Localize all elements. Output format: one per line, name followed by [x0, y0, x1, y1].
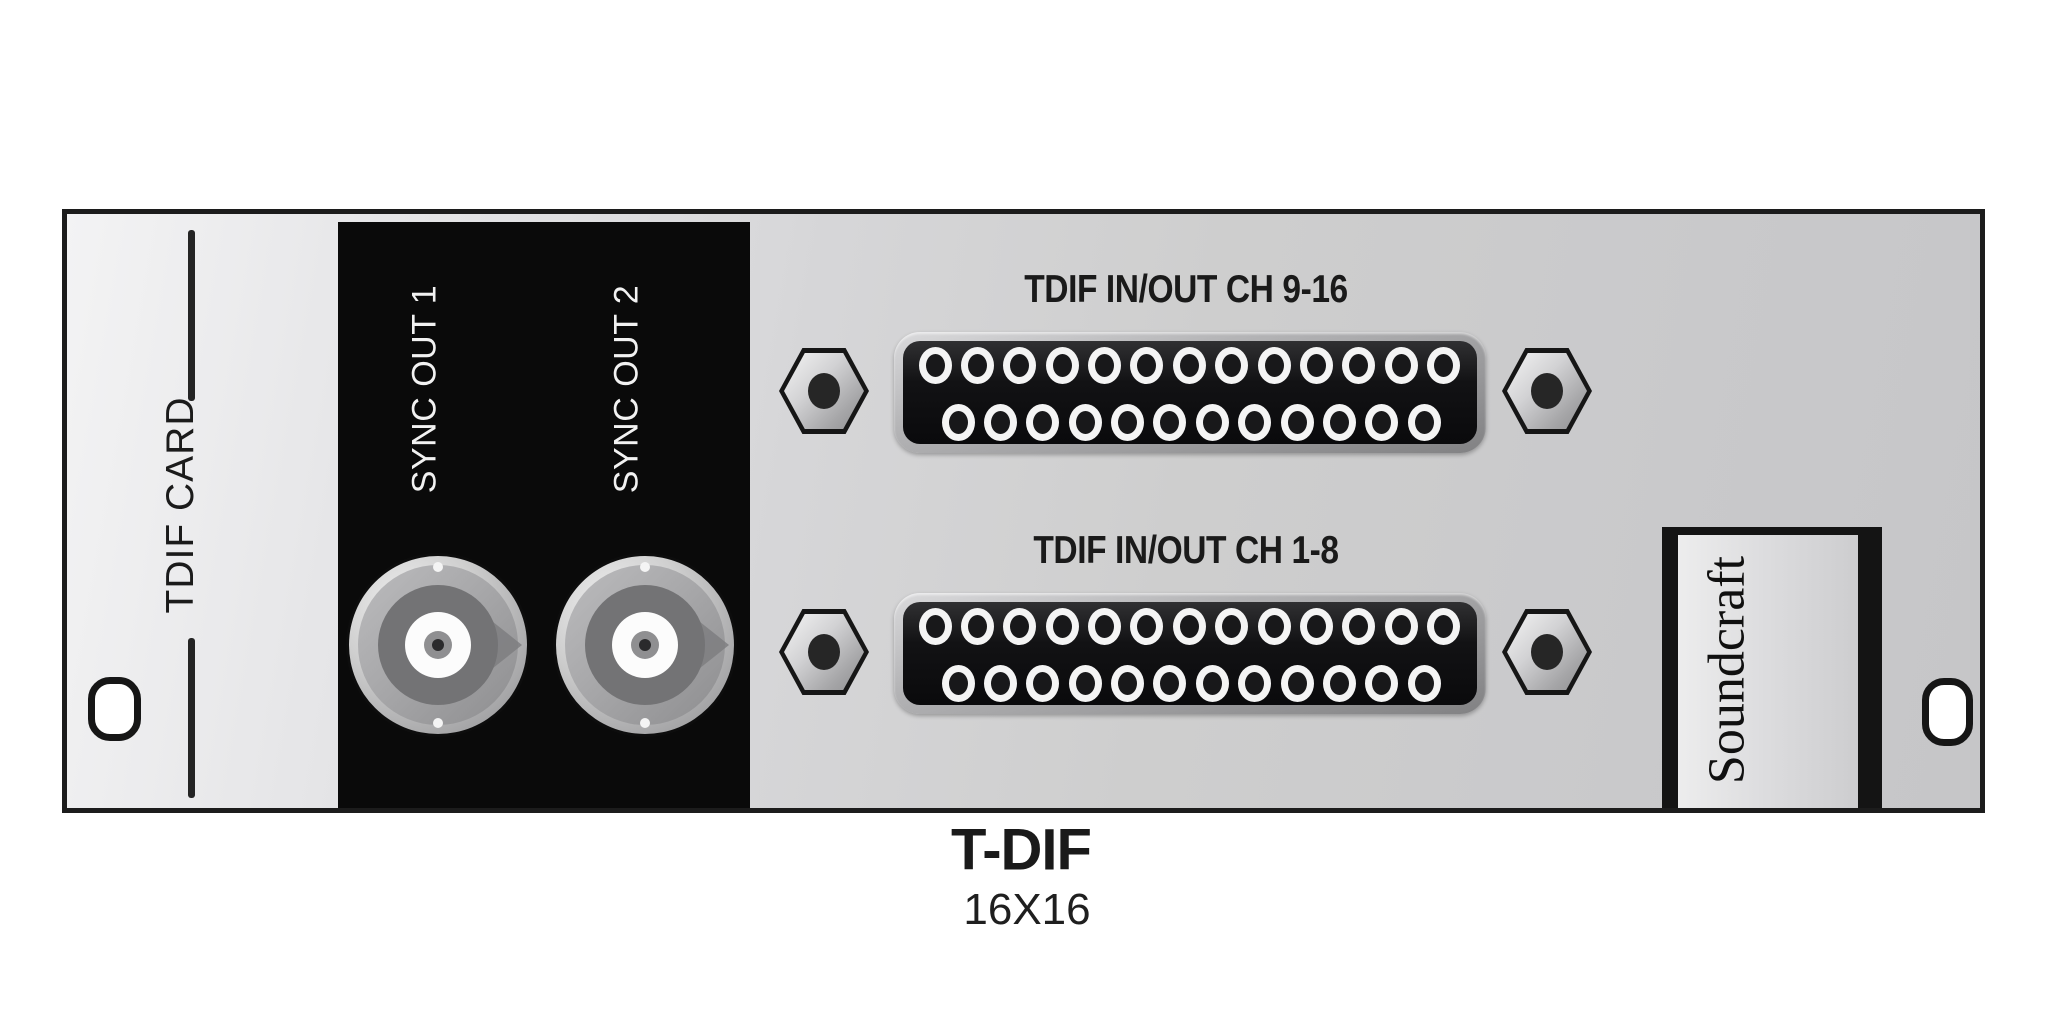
pin-hole: [1384, 346, 1418, 384]
pin-hole: [1068, 664, 1102, 702]
hex-bolt-icon: [1502, 609, 1592, 695]
side-label-line-bottom: [188, 638, 195, 798]
pin-hole: [1215, 346, 1249, 384]
mounting-hole-left: [88, 677, 141, 741]
pin-hole: [1195, 664, 1229, 702]
pin-hole: [1342, 607, 1376, 645]
pin-hole: [1195, 403, 1229, 441]
badge-right-bar: [1858, 527, 1882, 808]
pin-hole: [983, 664, 1017, 702]
connector-label-ch1-8: TDIF IN/OUT CH 1-8: [1033, 529, 1339, 572]
pin-hole: [1003, 346, 1037, 384]
pin-hole: [960, 607, 994, 645]
hex-bolt-icon: [1502, 348, 1592, 434]
pin-row-top: [918, 346, 1461, 384]
pin-hole: [918, 607, 952, 645]
pin-hole: [1130, 346, 1164, 384]
db25-connector-ch1-8: [894, 593, 1486, 714]
sync-out-1-label: SYNC OUT 1: [405, 284, 444, 494]
pin-hole: [1427, 346, 1461, 384]
bnc-center-pin-hole: [432, 639, 444, 651]
pin-hole: [1111, 403, 1145, 441]
hex-bolt-hole: [808, 373, 840, 409]
hex-bolt-icon: [779, 348, 869, 434]
db25-connector-ch9-16: [894, 332, 1486, 453]
pin-hole: [1238, 403, 1272, 441]
bnc-connector-sync-out-1: [346, 553, 530, 737]
pin-hole: [1257, 607, 1291, 645]
bnc-highlight-top: [433, 562, 443, 572]
pin-row-bottom: [941, 664, 1441, 702]
caption-subtitle: 16X16: [963, 885, 1091, 934]
pin-hole: [1003, 607, 1037, 645]
rack-panel: TDIF CARD SYNC OUT 1 SYNC OUT 2: [62, 209, 1985, 813]
mounting-hole-right: [1922, 678, 1973, 746]
pin-hole: [1172, 607, 1206, 645]
pin-hole: [1026, 664, 1060, 702]
pin-hole: [1365, 664, 1399, 702]
hex-bolt-hole: [1531, 373, 1563, 409]
bnc-highlight-bottom: [640, 718, 650, 728]
pin-row-bottom: [941, 403, 1441, 441]
brand-badge: Soundcraft: [1662, 527, 1882, 808]
badge-top-edge: [1662, 527, 1882, 535]
pin-hole: [1323, 403, 1357, 441]
hex-bolt-face: [784, 614, 864, 690]
pin-hole: [1111, 664, 1145, 702]
hex-bolt-icon: [779, 609, 869, 695]
caption-title: T-DIF: [951, 817, 1092, 883]
pin-hole: [1342, 346, 1376, 384]
pin-hole: [1407, 664, 1441, 702]
pin-hole: [1026, 403, 1060, 441]
pin-hole: [1300, 607, 1334, 645]
pin-hole: [1088, 346, 1122, 384]
pin-hole: [1384, 607, 1418, 645]
pin-hole: [1172, 346, 1206, 384]
pin-hole: [1130, 607, 1164, 645]
hex-bolt-face: [784, 353, 864, 429]
pin-hole: [941, 403, 975, 441]
rack-panel-face: TDIF CARD SYNC OUT 1 SYNC OUT 2: [67, 214, 1980, 808]
db25-face: [903, 602, 1477, 705]
pin-hole: [1088, 607, 1122, 645]
db25-face: [903, 341, 1477, 444]
bnc-highlight-top: [640, 562, 650, 572]
pin-hole: [1407, 403, 1441, 441]
brand-logo-text: Soundcraft: [1698, 555, 1756, 785]
pin-hole: [1068, 403, 1102, 441]
pin-hole: [983, 403, 1017, 441]
side-label-line-top: [188, 230, 195, 401]
badge-left-bar: [1662, 527, 1678, 808]
pin-hole: [1215, 607, 1249, 645]
connector-label-ch9-16: TDIF IN/OUT CH 9-16: [1024, 268, 1348, 311]
hex-bolt-hole: [808, 634, 840, 670]
side-label: TDIF CARD: [159, 396, 202, 614]
pin-hole: [1280, 664, 1314, 702]
pin-hole: [1280, 403, 1314, 441]
pin-row-top: [918, 607, 1461, 645]
pin-hole: [1323, 664, 1357, 702]
pin-hole: [1427, 607, 1461, 645]
pin-hole: [1238, 664, 1272, 702]
hex-bolt-face: [1507, 614, 1587, 690]
pin-hole: [1365, 403, 1399, 441]
pin-hole: [1153, 664, 1187, 702]
pin-hole: [918, 346, 952, 384]
pin-hole: [1153, 403, 1187, 441]
pin-hole: [960, 346, 994, 384]
bnc-connector-sync-out-2: [553, 553, 737, 737]
pin-hole: [1045, 607, 1079, 645]
hex-bolt-hole: [1531, 634, 1563, 670]
pin-hole: [1045, 346, 1079, 384]
pin-hole: [1257, 346, 1291, 384]
pin-hole: [941, 664, 975, 702]
hex-bolt-face: [1507, 353, 1587, 429]
bnc-center-pin-hole: [639, 639, 651, 651]
bnc-highlight-bottom: [433, 718, 443, 728]
sync-out-2-label: SYNC OUT 2: [607, 284, 646, 494]
pin-hole: [1300, 346, 1334, 384]
